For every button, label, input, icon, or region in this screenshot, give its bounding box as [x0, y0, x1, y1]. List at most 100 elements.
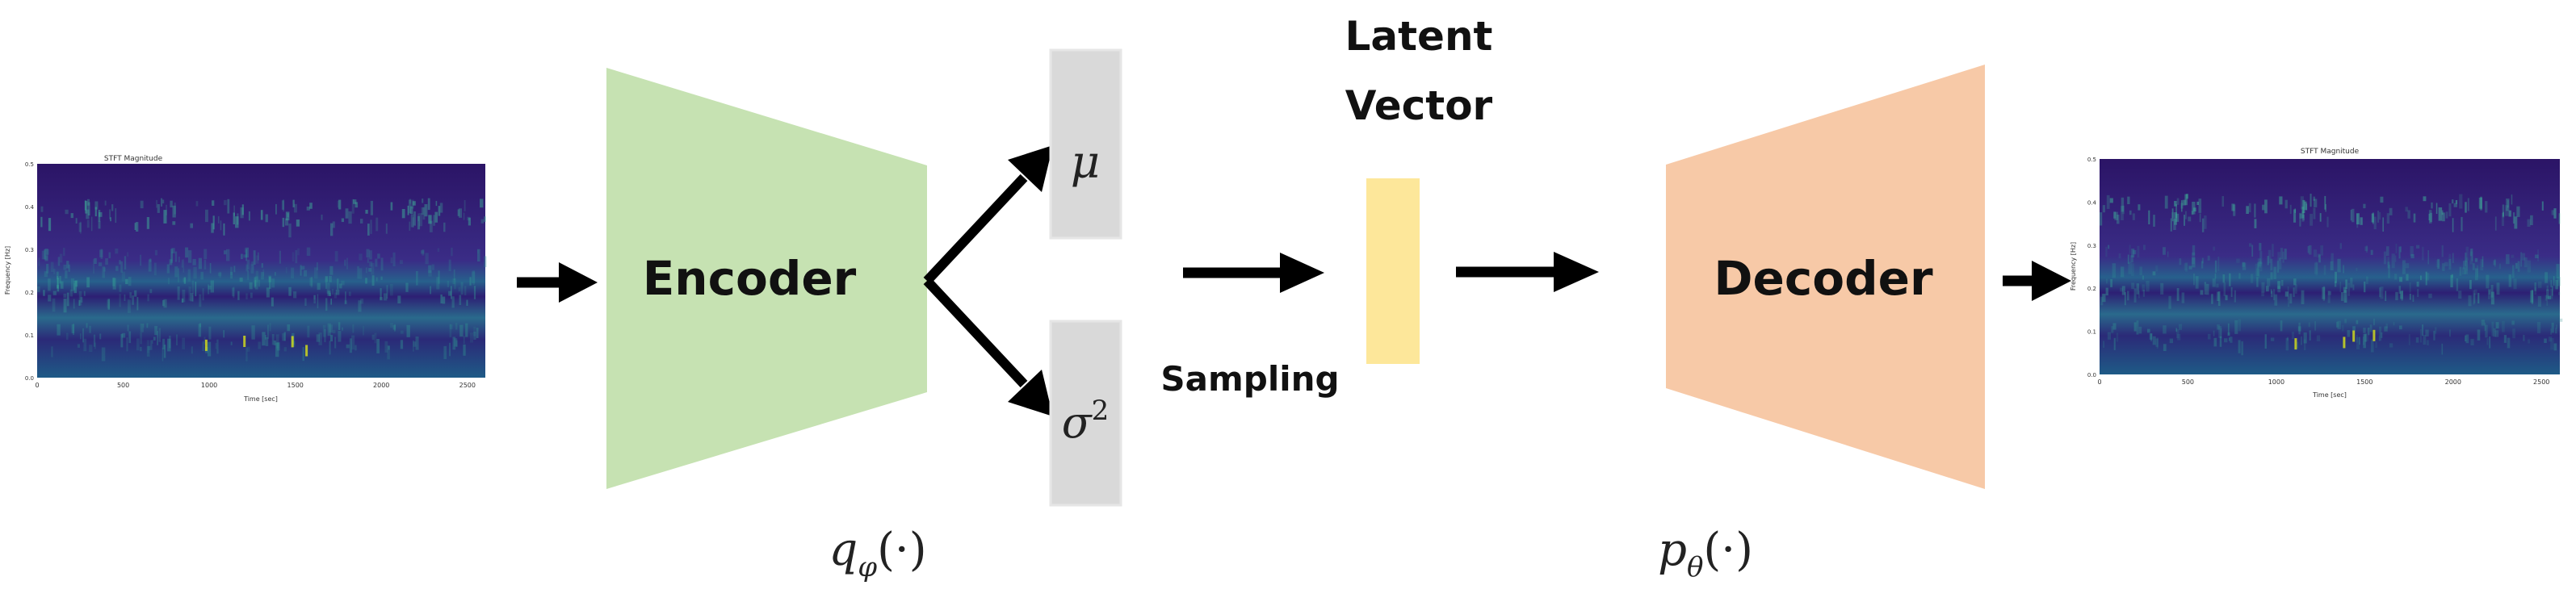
- spectrogram-streak: [2224, 338, 2228, 343]
- spectrogram-streak: [452, 337, 456, 350]
- spectrogram-streak: [200, 271, 203, 280]
- input-spectrogram-yticks: 0.00.10.20.30.40.5: [25, 161, 35, 382]
- spectrogram-streak: [2136, 283, 2139, 295]
- spectrogram-streak: [198, 257, 202, 270]
- spectrogram-streak: [375, 277, 378, 282]
- spectrogram-streak: [2192, 257, 2196, 268]
- spectrogram-streak: [2201, 261, 2204, 269]
- spectrogram-streak: [89, 325, 91, 333]
- spectrogram-streak: [243, 254, 247, 258]
- spectrogram-streak: [217, 272, 222, 277]
- spectrogram-streak: [2280, 280, 2284, 286]
- spectrogram-streak: [409, 221, 411, 231]
- spectrogram-streak: [2399, 325, 2402, 330]
- spectrogram-streak: [2276, 261, 2280, 273]
- spectrogram-streak: [166, 264, 170, 274]
- spectrogram-streak: [66, 261, 69, 269]
- spectrogram-streak: [463, 212, 465, 220]
- spectrogram-streak: [351, 335, 355, 350]
- spectrogram-streak: [63, 265, 67, 270]
- spectrogram-streak: [86, 219, 90, 228]
- spectrogram-streak: [2297, 326, 2301, 332]
- spectrogram-streak: [367, 257, 369, 263]
- spectrogram-streak: [199, 294, 202, 307]
- spectrogram-streak: [2480, 259, 2484, 271]
- spectrogram-streak: [2267, 278, 2271, 286]
- spectrogram-streak: [57, 278, 60, 292]
- spectrogram-streak: [329, 275, 332, 282]
- spectrogram-streak: [63, 299, 67, 313]
- spectrogram-streak: [341, 280, 345, 286]
- spectrogram-streak: [2284, 249, 2287, 260]
- spectrogram-streak: [2192, 252, 2196, 264]
- spectrogram-streak: [245, 347, 248, 362]
- spectrogram-streak: [2106, 278, 2108, 284]
- spectrogram-hotspot: [204, 339, 208, 351]
- spectrogram-ytick-label: 0.4: [25, 204, 35, 211]
- spectrogram-streak: [2410, 246, 2414, 257]
- spectrogram-streak: [2494, 259, 2496, 267]
- spectrogram-streak: [325, 298, 328, 311]
- spectrogram-streak: [2105, 246, 2108, 257]
- spectrogram-streak: [2236, 258, 2240, 263]
- spectrogram-streak: [2530, 215, 2533, 225]
- spectrogram-streak: [2116, 332, 2119, 342]
- spectrogram-streak: [2171, 212, 2175, 219]
- spectrogram-streak: [452, 278, 455, 285]
- spectrogram-streak: [245, 264, 248, 272]
- spectrogram-streak: [2472, 263, 2475, 270]
- spectrogram-streak: [2274, 294, 2278, 306]
- spectrogram-streak: [2198, 199, 2202, 213]
- spectrogram-streak: [434, 211, 438, 223]
- spectrogram-streak: [424, 204, 428, 217]
- spectrogram-streak: [2322, 286, 2326, 299]
- spectrogram-streak: [154, 249, 157, 256]
- spectrogram-streak: [2409, 293, 2411, 300]
- spectrogram-streak: [306, 247, 311, 257]
- spectrogram-streak: [2114, 211, 2118, 220]
- spectrogram-streak: [233, 205, 235, 216]
- spectrogram-streak: [2246, 206, 2249, 214]
- spectrogram-streak: [177, 286, 180, 300]
- spectrogram-streak: [235, 216, 239, 228]
- spectrogram-streak: [2359, 337, 2360, 345]
- spectrogram-streak: [2399, 277, 2402, 282]
- spectrogram-streak: [344, 259, 346, 266]
- spectrogram-streak: [307, 325, 310, 338]
- spectrogram-streak: [2398, 246, 2401, 259]
- spectrogram-streak: [2152, 271, 2156, 276]
- spectrogram-streak: [146, 346, 150, 357]
- spectrogram-streak: [2219, 336, 2222, 347]
- spectrogram-streak: [191, 346, 193, 354]
- spectrogram-streak: [121, 271, 125, 282]
- spectrogram-streak: [125, 278, 128, 285]
- spectrogram-streak: [2270, 258, 2273, 270]
- spectrogram-streak: [2259, 262, 2263, 272]
- spectrogram-streak: [2364, 333, 2367, 342]
- spectrogram-streak: [50, 261, 54, 272]
- spectrogram-streak: [2425, 271, 2427, 286]
- spectrogram-streak: [44, 271, 48, 278]
- decoder-label: Decoder: [1714, 251, 1933, 306]
- spectrogram-streak: [2325, 203, 2326, 212]
- spectrogram-streak: [2465, 257, 2468, 271]
- spectrogram-streak: [2201, 257, 2204, 264]
- spectrogram-streak: [83, 291, 86, 296]
- spectrogram-streak: [2423, 334, 2427, 345]
- spectrogram-streak: [2343, 290, 2347, 303]
- spectrogram-streak: [239, 277, 243, 282]
- spectrogram-streak: [2262, 204, 2265, 211]
- spectrogram-ytick-label: 0.0: [25, 375, 34, 382]
- spectrogram-streak: [169, 259, 173, 265]
- spectrogram-streak: [368, 268, 371, 272]
- spectrogram-streak: [2366, 328, 2369, 342]
- spectrogram-streak: [329, 292, 331, 296]
- spectrogram-streak: [2176, 288, 2180, 301]
- spectrogram-streak: [80, 221, 82, 234]
- spectrogram-xtick-label: 2500: [2533, 378, 2549, 386]
- spectrogram-streak: [348, 291, 351, 296]
- spectrogram-streak: [472, 270, 476, 286]
- spectrogram-streak: [2223, 282, 2226, 296]
- spectrogram-streak: [2314, 199, 2318, 207]
